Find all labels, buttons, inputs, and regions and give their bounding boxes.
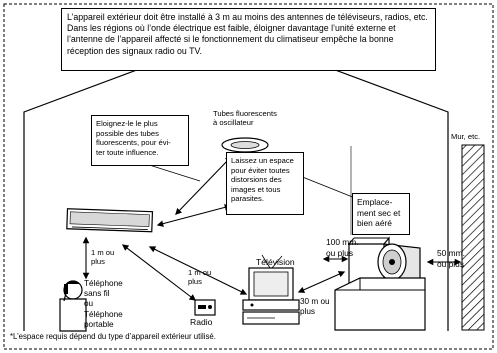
fluorescent-note-line-3: fluorescents, pour évi- [96, 138, 171, 148]
distance-50mm-line-1: 50 mm. [437, 248, 465, 258]
television-icon [242, 254, 300, 325]
phone-label-line-5: portable [84, 319, 114, 329]
distance-1m-radio: 1 m ou plus [188, 268, 211, 287]
distance-1m-indoor: 1 m ou plus [91, 248, 114, 267]
tv-label: Télévision [256, 257, 295, 267]
space-note-line-1: Laissez un espace [231, 156, 294, 165]
distance-50mm-line-2: ou plus [437, 258, 465, 269]
top-notice-box: L’appareil extérieur doit être installé … [61, 8, 436, 71]
space-note-line-3: distorsions des [231, 175, 282, 185]
space-note-line-2: pour éviter toutes [231, 165, 290, 175]
location-line-2: ment sec et [357, 207, 401, 218]
wall [461, 144, 485, 331]
top-notice-text: L’appareil extérieur doit être installé … [67, 12, 428, 56]
fluorescent-lamp-icon [221, 137, 269, 153]
space-note-line-5: parasites. [231, 194, 264, 204]
distance-100mm-line-1: 100 mm. [326, 237, 359, 247]
radio-icon [194, 299, 216, 316]
location-line-3: bien aéré [357, 218, 392, 228]
distance-1m-indoor-line-1: 1 m ou [91, 248, 115, 257]
location-box: Emplace- ment sec et bien aéré [352, 193, 410, 235]
tubes-label-line-2: à oscillateur [213, 118, 254, 128]
tubes-label: Tubes fluorescents à oscillateur [213, 109, 277, 128]
wall-label: Mur, etc. [451, 132, 481, 141]
fluorescent-note-box: Eloignez-le le plus possible des tubes f… [91, 115, 189, 166]
distance-30cm-line-1: 30 m ou [300, 297, 330, 306]
space-note-line-4: images et tous [231, 184, 281, 194]
phone-label: Téléphone sans fil ou Téléphone portable [84, 279, 123, 330]
outdoor-base [334, 277, 426, 331]
indoor-unit [66, 208, 154, 233]
fluorescent-note-line-2: possible des tubes [96, 128, 159, 138]
leader-space [299, 175, 361, 201]
footnote: *L’espace requis dépend du type d’appare… [10, 332, 216, 341]
distance-30cm: 30 m ou plus [300, 297, 330, 317]
person-phone-icon [59, 280, 87, 332]
dashed-frame [3, 3, 494, 350]
phone-label-line-2: sans fil [84, 289, 110, 299]
outdoor-unit [348, 236, 421, 285]
distance-30cm-line-2: plus [300, 307, 316, 316]
distance-100mm: 100 mm. ou plus [326, 237, 359, 258]
phone-label-line-3: ou [84, 299, 94, 309]
phone-label-line-1: Téléphone [84, 279, 123, 288]
fluorescent-note-line-4: ter toute influence. [96, 147, 159, 157]
distance-1m-radio-line-2: plus [188, 277, 202, 287]
distance-100mm-line-2: ou plus [326, 247, 354, 258]
radio-label: Radio [190, 317, 213, 327]
phone-label-line-4: Téléphone [84, 309, 123, 319]
distance-50mm: 50 mm. ou plus [437, 248, 465, 269]
space-note-box: Laissez un espace pour éviter toutes dis… [226, 152, 304, 215]
location-line-1: Emplace- [357, 197, 393, 207]
fluorescent-note-line-1: Eloignez-le le plus [96, 119, 158, 128]
distance-1m-radio-line-1: 1 m ou [188, 268, 212, 277]
tubes-label-line-1: Tubes fluorescents [213, 109, 277, 118]
distance-1m-indoor-line-2: plus [91, 257, 105, 267]
